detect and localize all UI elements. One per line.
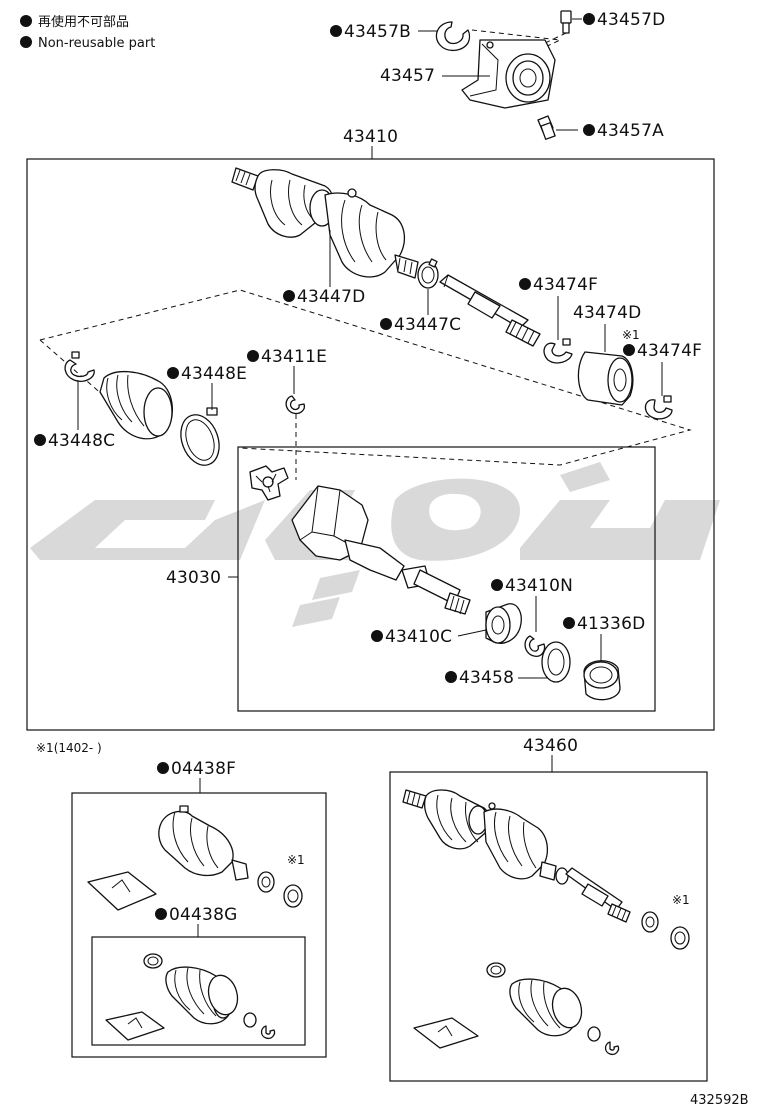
snap-ring-43410n <box>524 635 546 657</box>
dust-cover-41336d <box>583 660 621 701</box>
label-43457a: 43457A <box>556 121 664 141</box>
label-43474d: 43474D <box>573 303 641 352</box>
footnote: ※1(1402- ) <box>36 741 102 755</box>
boot-kit-outline <box>39 289 692 466</box>
kit-f-boot <box>158 805 249 881</box>
label-43030: 43030 <box>166 568 238 588</box>
assembly-43460-ring-b <box>604 1041 620 1056</box>
note-marker: ※1 <box>622 328 640 342</box>
clamp-43474f-left <box>543 338 573 364</box>
label-43474f-left: 43474F <box>519 275 598 340</box>
svg-text:43457: 43457 <box>380 66 435 86</box>
label-43448e: 43448E <box>167 364 247 410</box>
non-reusable-dot-icon <box>20 15 32 27</box>
svg-text:43030: 43030 <box>166 568 221 588</box>
label-43457d: 43457D <box>572 10 665 30</box>
assembly-43460-shaft <box>402 789 631 923</box>
label-04438f: 04438F <box>157 759 236 793</box>
note-marker: ※1 <box>287 853 305 867</box>
kit-g-ring-a <box>243 1012 257 1028</box>
svg-text:43457D: 43457D <box>597 10 665 30</box>
bearing-bracket-43457 <box>461 39 556 109</box>
svg-text:43460: 43460 <box>523 736 578 756</box>
legend-jp-text: 再使用不可部品 <box>38 14 129 30</box>
label-43410: 43410 <box>343 127 398 147</box>
clamp-43447c <box>417 258 439 289</box>
label-43411e: 43411E <box>247 347 327 394</box>
assembly-43460-box <box>389 771 708 1082</box>
label-43458: 43458 <box>445 668 548 688</box>
assembly-43460-clamp-a <box>641 911 659 933</box>
note-marker: ※1 <box>672 893 690 907</box>
bearing-bracket-group <box>435 10 572 140</box>
bearing-43410c <box>485 603 522 644</box>
label-43474f-right: 43474F <box>623 341 702 396</box>
label-43447c: 43447C <box>380 289 461 335</box>
label-41336d: 41336D <box>563 614 645 662</box>
svg-text:43457A: 43457A <box>597 121 664 141</box>
boot-band-43448e <box>180 407 220 466</box>
label-43457b: 43457B <box>330 22 438 42</box>
non-reusable-dot-icon <box>20 36 32 48</box>
label-04438g: 04438G <box>155 905 237 937</box>
inner-joint-box <box>237 446 656 712</box>
svg-text:43474D: 43474D <box>573 303 641 323</box>
assembly-43460-boot <box>509 978 583 1037</box>
kit-g-band <box>207 974 239 1016</box>
svg-text:41336D: 41336D <box>577 614 645 634</box>
legend: 再使用不可部品 Non-reusable part <box>20 14 155 51</box>
svg-text:04438F: 04438F <box>171 759 236 779</box>
svg-text:43448C: 43448C <box>48 431 115 451</box>
inboard-joint-43030 <box>291 485 471 615</box>
legend-en-text: Non-reusable part <box>38 36 155 51</box>
drive-shaft-bar <box>439 274 541 347</box>
kit-g-clamp-top <box>143 953 163 969</box>
figure-code: 432592B <box>690 1093 749 1108</box>
svg-text:43447C: 43447C <box>394 315 461 335</box>
svg-text:43410N: 43410N <box>505 576 573 596</box>
stud-43457a <box>537 115 556 140</box>
svg-text:43410C: 43410C <box>385 627 452 647</box>
dynamic-damper-43474d <box>577 351 634 406</box>
assembly-43460-grease-pack <box>413 1017 479 1049</box>
assembly-43460-ring-a <box>587 1026 601 1042</box>
snap-ring-43411e <box>285 395 306 415</box>
label-43410c: 43410C <box>371 627 487 647</box>
svg-text:04438G: 04438G <box>169 905 237 925</box>
svg-text:43447D: 43447D <box>297 287 365 307</box>
assembly-43460-clamp-top <box>486 962 506 978</box>
seal-43458 <box>541 641 571 683</box>
boot-kit-04438g-box <box>91 936 306 1046</box>
kit-g-grease-pack <box>105 1011 165 1041</box>
assembly-43460-clamp-b <box>670 926 690 950</box>
main-assembly-box <box>26 158 715 731</box>
svg-text:43411E: 43411E <box>261 347 327 367</box>
svg-text:43474F: 43474F <box>637 341 702 361</box>
kit-f-clamp-b <box>283 884 303 908</box>
boot-clamp-43448c <box>64 351 95 382</box>
snap-ring-43457b <box>435 21 471 52</box>
label-43460: 43460 <box>523 736 578 772</box>
kit-f-grease-pack <box>87 871 157 911</box>
label-43410n: 43410N <box>491 576 573 632</box>
watermark-logo <box>30 462 720 627</box>
svg-text:43458: 43458 <box>459 668 514 688</box>
svg-text:43448E: 43448E <box>181 364 247 384</box>
svg-text:43474F: 43474F <box>533 275 598 295</box>
label-43447d: 43447D <box>283 230 365 307</box>
kit-f-clamp-a <box>257 871 275 893</box>
kit-g-ring-b <box>260 1025 276 1040</box>
bolt-43457d <box>560 10 572 34</box>
svg-text:43457B: 43457B <box>344 22 411 42</box>
clamp-43474f-right <box>644 395 673 420</box>
boot-kit-04438f-box <box>71 792 327 1058</box>
label-43457: 43457 <box>380 66 490 86</box>
tripod-joint <box>249 465 289 501</box>
boot-43448e <box>99 371 173 440</box>
drive-shaft-outer-joint <box>231 167 419 279</box>
label-43448c: 43448C <box>34 380 115 451</box>
